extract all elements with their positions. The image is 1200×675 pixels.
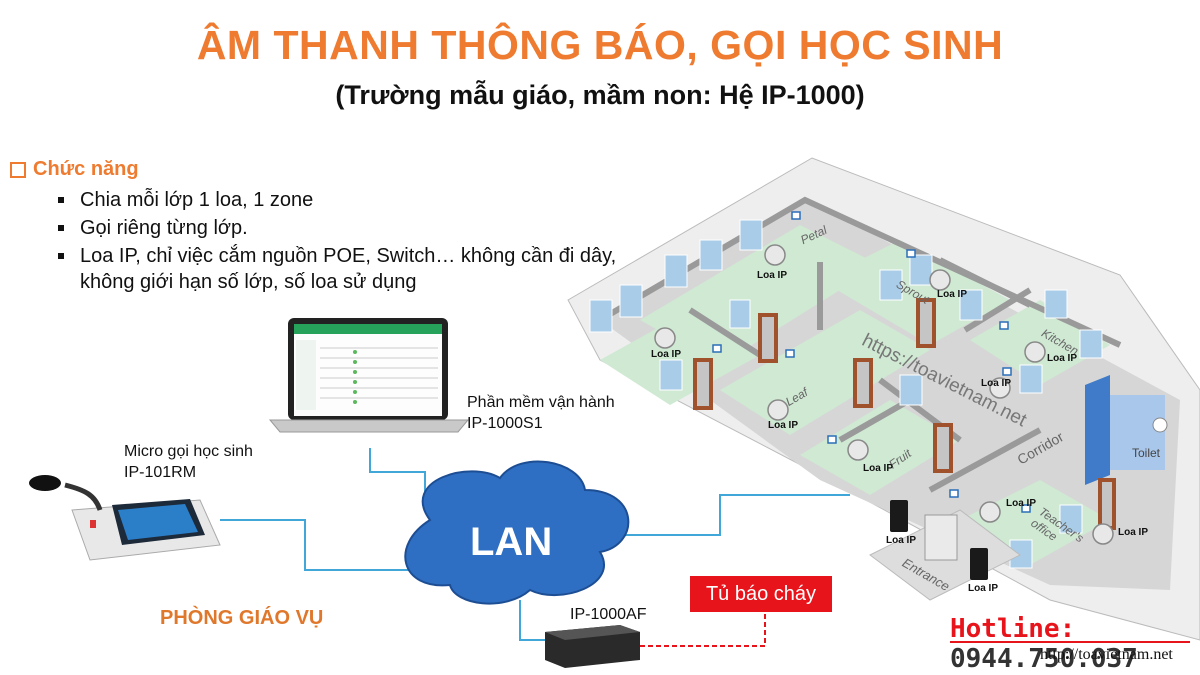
fire-link — [640, 612, 766, 647]
wall-speaker — [970, 548, 988, 580]
feature-item: Chia mỗi lớp 1 loa, 1 zone — [58, 187, 650, 213]
features-block: Chức năng Chia mỗi lớp 1 loa, 1 zone Gọi… — [10, 158, 650, 297]
features-heading-text: Chức năng — [33, 158, 139, 180]
website-link[interactable]: http://toavietnam.net — [1040, 646, 1173, 663]
toilet-floor — [1095, 395, 1165, 470]
page-subtitle: (Trường mẫu giáo, mầm non: Hệ IP-1000) — [335, 80, 865, 110]
amplifier-illustration — [545, 625, 640, 668]
speaker-label: Loa IP — [651, 349, 682, 360]
feature-item: Gọi riêng từng lớp. — [58, 215, 650, 241]
entrance-door — [924, 514, 958, 561]
speaker-label: Loa IP — [1118, 527, 1149, 538]
speaker-label: Loa IP — [1047, 353, 1078, 364]
checkbox-icon — [10, 161, 26, 178]
software-label-line2: IP-1000S1 — [467, 415, 543, 432]
lan-cloud — [404, 460, 630, 605]
speaker-label: Loa IP — [937, 289, 968, 300]
laptop-illustration — [268, 318, 470, 433]
speaker-label: Loa IP — [863, 463, 894, 474]
toilet-label: Toilet — [1132, 446, 1161, 460]
speaker-label: Loa IP — [886, 535, 917, 546]
microphone-console-illustration — [29, 475, 221, 561]
room-fruit-floor — [800, 400, 960, 495]
speaker-label: Loa IP — [968, 583, 999, 594]
feature-item: Loa IP, chỉ việc cắm nguồn POE, Switch… … — [58, 243, 650, 295]
building-illustration — [567, 157, 1200, 641]
wall-speaker — [890, 500, 908, 532]
lan-label: LAN — [470, 520, 553, 564]
micro-label-line2: IP-101RM — [124, 464, 197, 481]
network-lines — [220, 448, 850, 641]
hotline-label: Hotline: — [950, 614, 1076, 644]
hotline-number: 0944.750.037 — [950, 644, 1138, 674]
fire-panel-box: Tủ báo cháy — [690, 576, 832, 612]
page-title: ÂM THANH THÔNG BÁO, GỌI HỌC SINH — [196, 22, 1004, 68]
software-label: Phần mềm vận hành IP-1000S1 — [467, 392, 615, 434]
speaker-label: Loa IP — [1006, 498, 1037, 509]
software-label-line1: Phần mềm vận hành — [467, 394, 615, 411]
micro-label-line1: Micro gọi học sinh — [124, 443, 253, 460]
speaker-label: Loa IP — [757, 270, 788, 281]
speaker-label: Loa IP — [768, 420, 799, 431]
amp-label: IP-1000AF — [570, 606, 647, 623]
office-label: PHÒNG GIÁO VỤ — [160, 607, 324, 629]
micro-label: Micro gọi học sinh IP-101RM — [124, 441, 253, 483]
hotline-text: Hotline: 0944.750.037 — [950, 614, 1200, 674]
hotline-underline — [950, 641, 1190, 643]
ceiling-speakers — [654, 244, 1114, 545]
speaker-label: Loa IP — [981, 378, 1012, 389]
features-list: Chia mỗi lớp 1 loa, 1 zone Gọi riêng từn… — [10, 187, 650, 295]
features-heading: Chức năng — [10, 158, 650, 181]
